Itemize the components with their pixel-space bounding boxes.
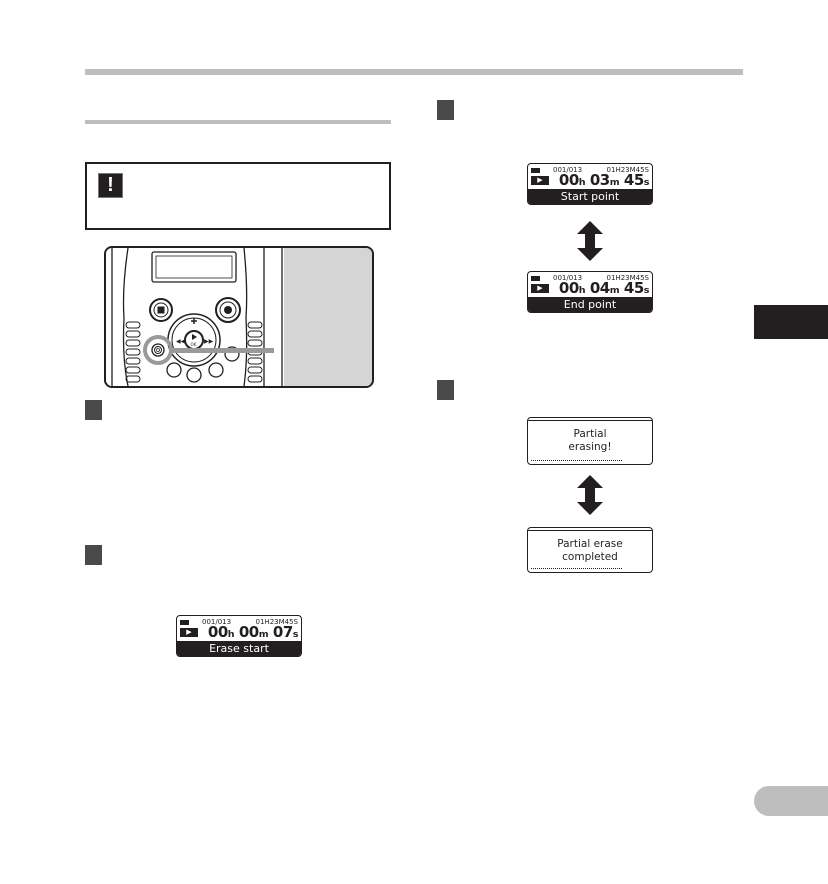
elapsed-time: 00ₕ 03ₘ 45ₛ — [558, 171, 650, 189]
lcd-erase-start: 001/013 01H23M45S ▶ 00ₕ 00ₘ 07ₛ Erase st… — [176, 615, 302, 657]
svg-text:▶▶: ▶▶ — [204, 338, 214, 345]
svg-text:OK: OK — [191, 342, 197, 347]
battery-icon — [180, 620, 189, 625]
lcd-partial-erase-completed: Partial erase completed — [527, 527, 653, 573]
play-icon: ▶ — [531, 284, 549, 293]
elapsed-time: 00ₕ 00ₘ 07ₛ — [207, 623, 299, 641]
battery-icon — [531, 276, 540, 281]
total-time: 01H23M45S — [606, 166, 649, 174]
message-text: Partial erase completed — [557, 538, 623, 563]
header-rule — [85, 69, 743, 75]
chapter-tab — [754, 305, 828, 339]
lcd-end-point: 001/013 01H23M45S ▶ 00ₕ 04ₘ 45ₛ End poin… — [527, 271, 653, 313]
lcd-partial-erasing: Partial erasing! — [527, 417, 653, 465]
caution-box — [85, 162, 391, 230]
up-down-arrow-icon — [577, 475, 603, 515]
play-icon: ▶ — [531, 176, 549, 185]
step-marker — [85, 400, 102, 420]
section-rule — [85, 120, 391, 124]
total-time: 01H23M45S — [606, 274, 649, 282]
page-number-tab — [754, 786, 828, 816]
track-number: 001/013 — [553, 274, 583, 282]
status-bar: End point — [528, 297, 652, 312]
elapsed-time: 00ₕ 04ₘ 45ₛ — [558, 279, 650, 297]
total-time: 01H23M45S — [255, 618, 298, 626]
message-text: Partial erasing! — [568, 428, 612, 453]
step-marker — [85, 545, 102, 565]
exclamation-icon: ! — [98, 173, 123, 198]
recorder-drawing: ◀◀ ▶▶ OK — [106, 248, 372, 386]
lcd-start-point: 001/013 01H23M45S ▶ 00ₕ 03ₘ 45ₛ Start po… — [527, 163, 653, 205]
svg-text:◀◀: ◀◀ — [176, 338, 186, 345]
device-illustration: ◀◀ ▶▶ OK — [104, 246, 374, 388]
play-icon: ▶ — [180, 628, 198, 637]
track-number: 001/013 — [553, 166, 583, 174]
up-down-arrow-icon — [577, 221, 603, 261]
track-number: 001/013 — [202, 618, 232, 626]
status-bar: Erase start — [177, 641, 301, 656]
step-marker — [437, 380, 454, 400]
status-bar: Start point — [528, 189, 652, 204]
battery-icon — [531, 168, 540, 173]
step-marker — [437, 100, 454, 120]
